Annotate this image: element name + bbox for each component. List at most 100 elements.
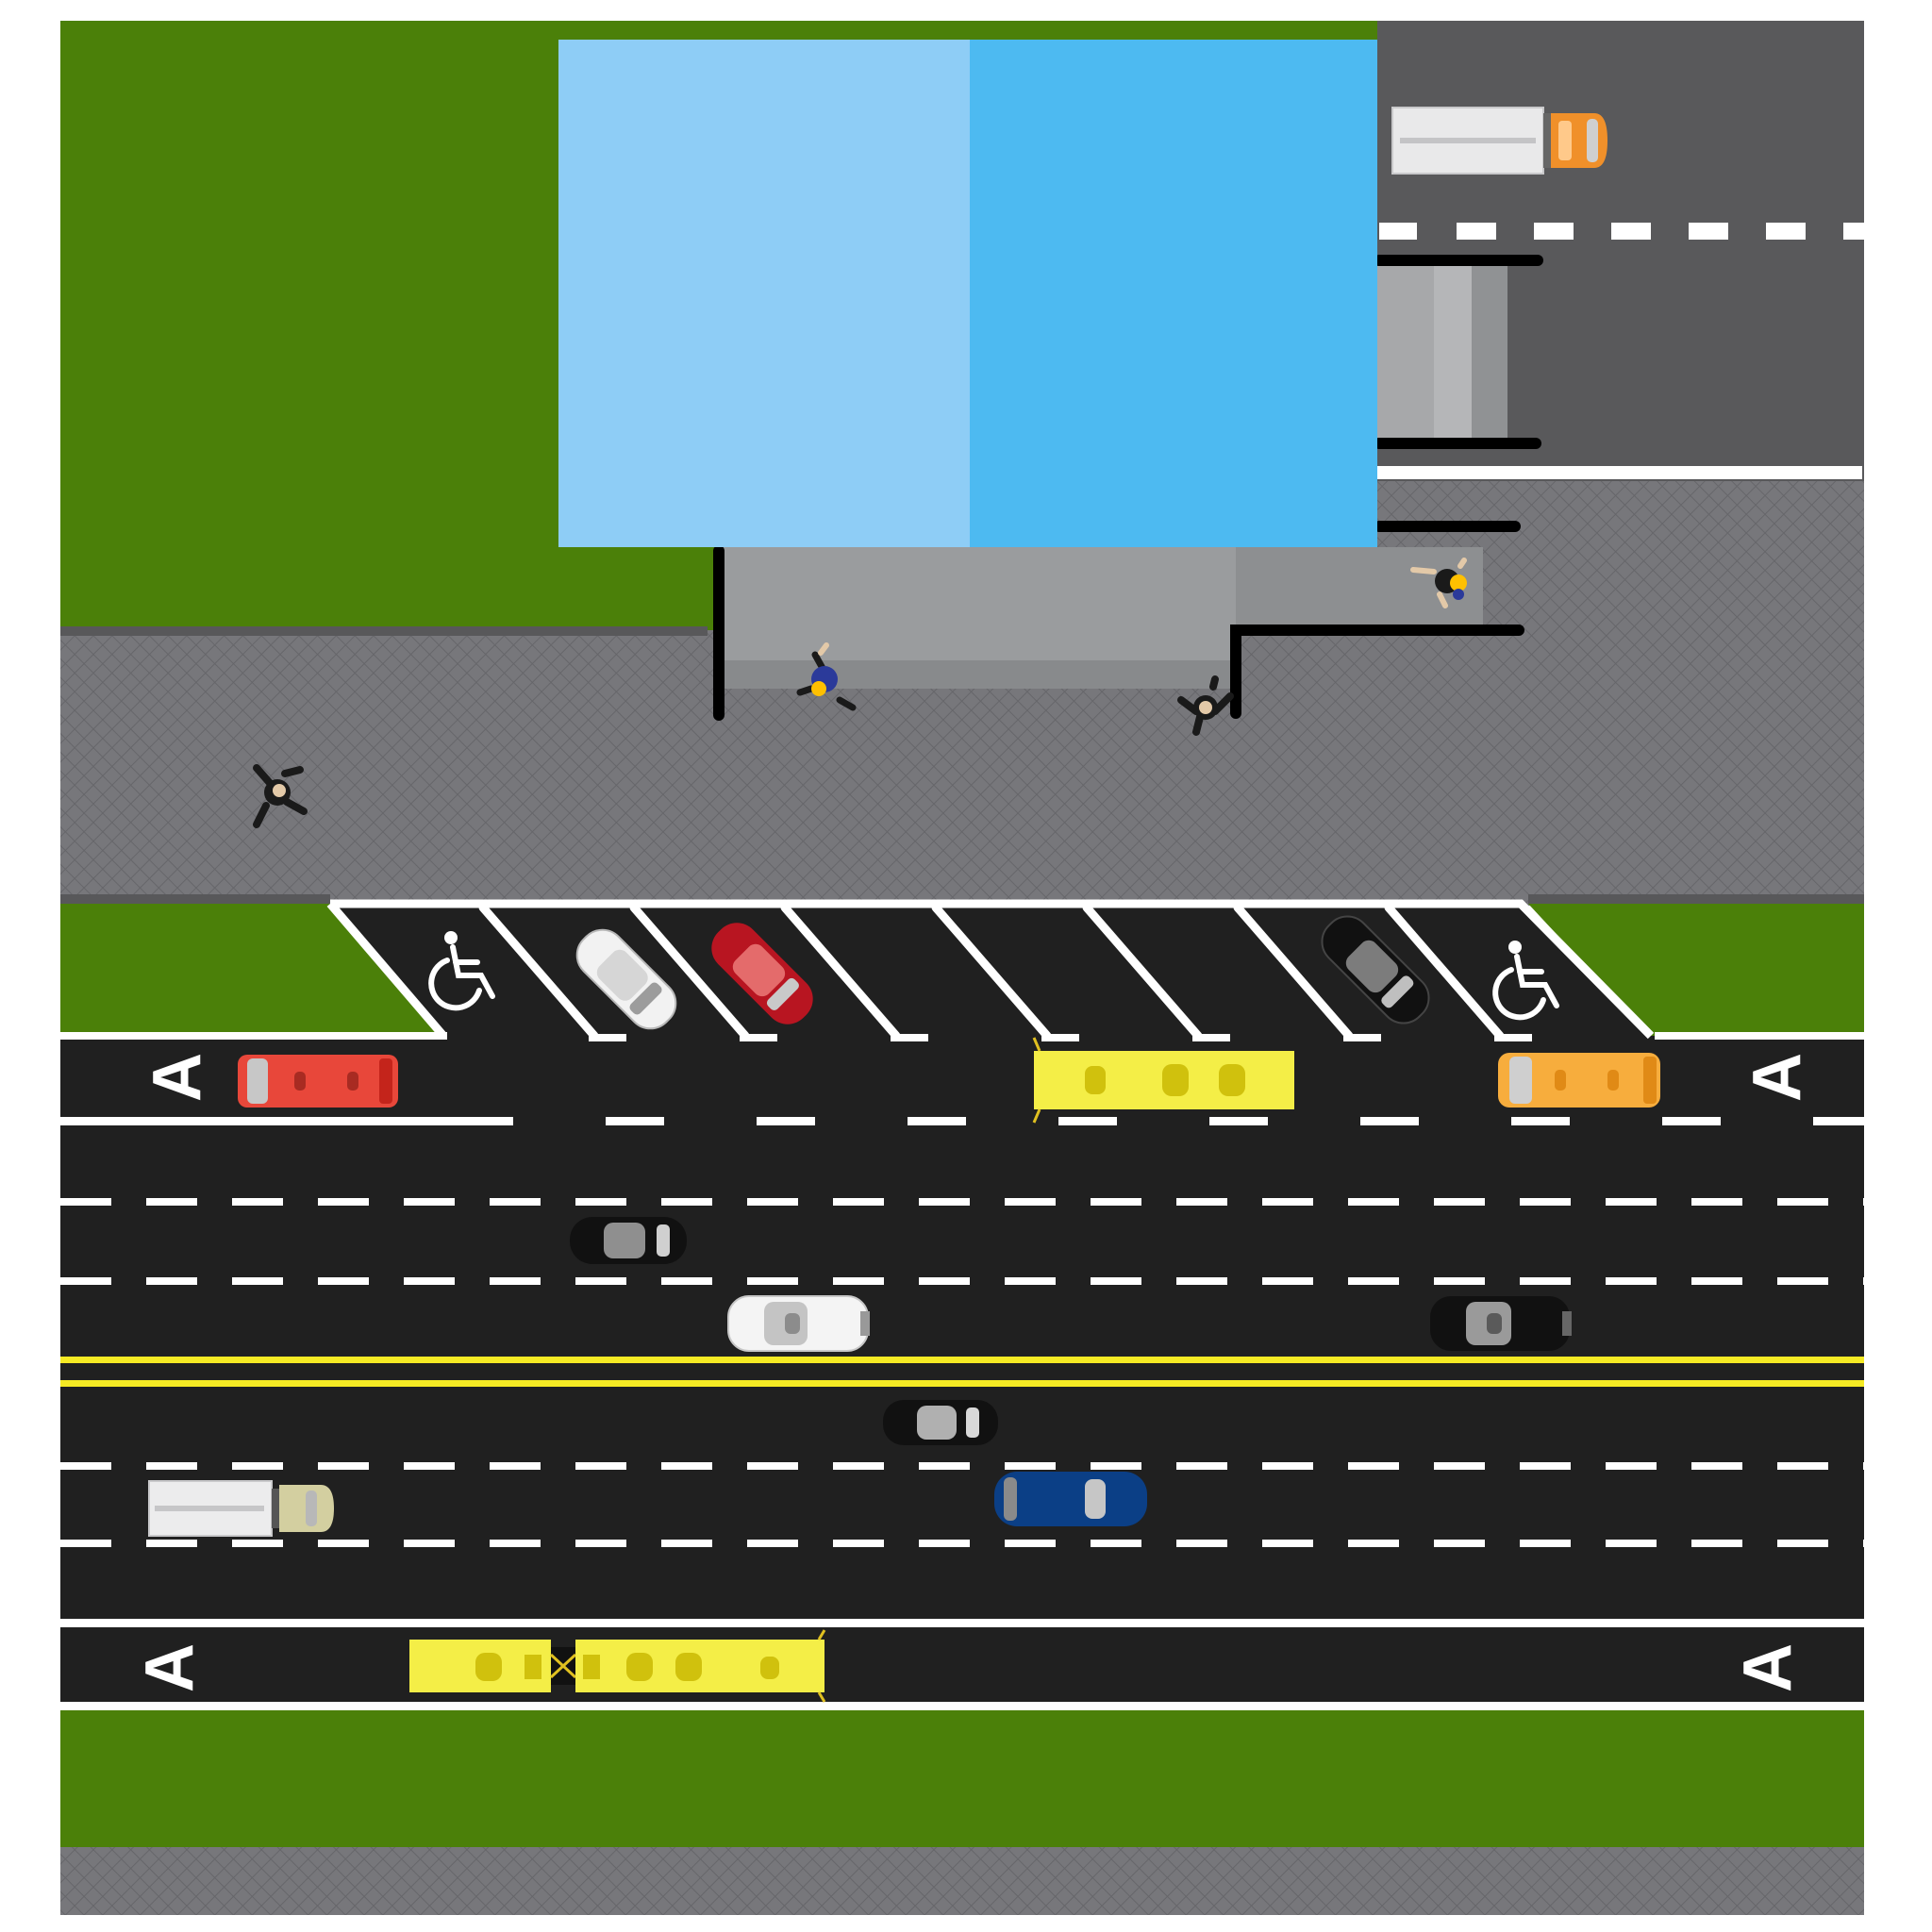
parked-car-black (1321, 915, 1430, 1024)
lane-dash (490, 1277, 541, 1285)
lane-dash (232, 1462, 283, 1470)
lane-dash (1348, 1462, 1399, 1470)
road-edge-top-right (1655, 1032, 1864, 1040)
lane-dash (1863, 1540, 1864, 1547)
lane-dash (318, 1462, 369, 1470)
parking-stall-lines (478, 903, 1532, 1041)
lane-dash (1691, 1462, 1742, 1470)
lane-dash (1777, 1198, 1828, 1206)
box-truck-beige (148, 1480, 334, 1537)
roof-left-section (558, 40, 970, 547)
lane-dash (1863, 1277, 1864, 1285)
wheelchair-icon (1492, 941, 1559, 1021)
loading-dock-step-3 (1472, 266, 1507, 438)
lane-dash (833, 1277, 884, 1285)
lane-dash (1091, 1462, 1141, 1470)
entrance-wall-right (1230, 625, 1524, 719)
lane-dash (1176, 1198, 1227, 1206)
bottom-lawn (60, 1709, 1864, 1847)
lane-dash (1691, 1277, 1742, 1285)
lane-dash (1691, 1540, 1742, 1547)
lane-dash (490, 1198, 541, 1206)
dock-wall-bottom (1374, 438, 1541, 449)
lane-dash (318, 1277, 369, 1285)
lane-letter-bottom-right: A (1730, 1643, 1806, 1692)
lane-dash (1091, 1198, 1141, 1206)
lane-dash (1606, 1462, 1657, 1470)
lane-dash (833, 1462, 884, 1470)
lane-letter-top-left: A (140, 1053, 215, 1102)
parking-stall-line (629, 903, 750, 1041)
lane-dash (146, 1277, 197, 1285)
center-line-yellow-1 (60, 1357, 1864, 1363)
lane-dash (60, 1277, 111, 1285)
van-white (727, 1295, 870, 1352)
lane-dash (60, 1540, 111, 1547)
lane-dash (575, 1277, 626, 1285)
lane-dash (404, 1462, 455, 1470)
lane-dash (1091, 1277, 1141, 1285)
service-road-edge-line (1377, 466, 1862, 479)
parking-stall-foot (1343, 1034, 1381, 1041)
left-median-lawn (60, 904, 443, 1036)
lane-dash (1434, 1462, 1485, 1470)
parking-stall-foot (1041, 1034, 1079, 1041)
bus-lane-dash (757, 1117, 815, 1125)
bus-lane-bottom-edge (60, 1702, 1864, 1710)
parked-car-red (711, 923, 813, 1024)
parking-stall-foot (589, 1034, 626, 1041)
parking-stall-line (1384, 903, 1505, 1041)
bus-lane-dash (1209, 1117, 1268, 1125)
dock-wall-top (1374, 255, 1543, 266)
lane-dash (1005, 1540, 1056, 1547)
lane-dash (1262, 1540, 1313, 1547)
lane-dash (232, 1198, 283, 1206)
parking-stall-line (780, 903, 901, 1041)
lane-dash (661, 1198, 712, 1206)
road-edge-top-left (60, 1032, 447, 1040)
center-line-yellow-2 (60, 1380, 1864, 1387)
lane-dash (1262, 1462, 1313, 1470)
service-road-center-dashes (1379, 223, 1864, 240)
lane-dash (490, 1540, 541, 1547)
parking-stall-line (1233, 903, 1354, 1041)
parking-stall-line (478, 903, 599, 1041)
lane-dash (575, 1540, 626, 1547)
lane-dash-markings (60, 1117, 1864, 1547)
lane-dash (1520, 1540, 1571, 1547)
lane-dash (919, 1462, 970, 1470)
lane-dash (232, 1277, 283, 1285)
lane-dash (404, 1540, 455, 1547)
van-blue (994, 1472, 1147, 1526)
lane-dash (1863, 1462, 1864, 1470)
parking-stall-foot (1494, 1034, 1532, 1041)
lane-dash (146, 1462, 197, 1470)
lane-dash (661, 1540, 712, 1547)
lane-dash (747, 1198, 798, 1206)
lane-dash (404, 1277, 455, 1285)
lane-dash (490, 1462, 541, 1470)
lane-dash (1863, 1198, 1864, 1206)
lane-dash (146, 1540, 197, 1547)
lane-dash (1176, 1277, 1227, 1285)
lane-dash (404, 1198, 455, 1206)
lane-dash (919, 1198, 970, 1206)
bus-lane-dash (1813, 1117, 1864, 1125)
lane-dash (1520, 1198, 1571, 1206)
right-median-lawn (1528, 904, 1864, 1036)
lane-dash (1176, 1540, 1227, 1547)
pedestrian (796, 642, 857, 711)
bus-lane-dash (1662, 1117, 1721, 1125)
service-road (1374, 21, 1864, 481)
lane-dash (575, 1198, 626, 1206)
bus-lane-dash (1360, 1117, 1419, 1125)
roof-right-section (970, 40, 1377, 547)
pedestrian (1177, 675, 1234, 736)
lane-letter-bottom-left: A (132, 1643, 208, 1692)
lane-dash (1606, 1277, 1657, 1285)
bottom-sidewalk (60, 1847, 1864, 1915)
car-black-2 (883, 1400, 998, 1445)
lane-dash (833, 1198, 884, 1206)
sidewalk-curb-bottom-right (1528, 894, 1864, 904)
